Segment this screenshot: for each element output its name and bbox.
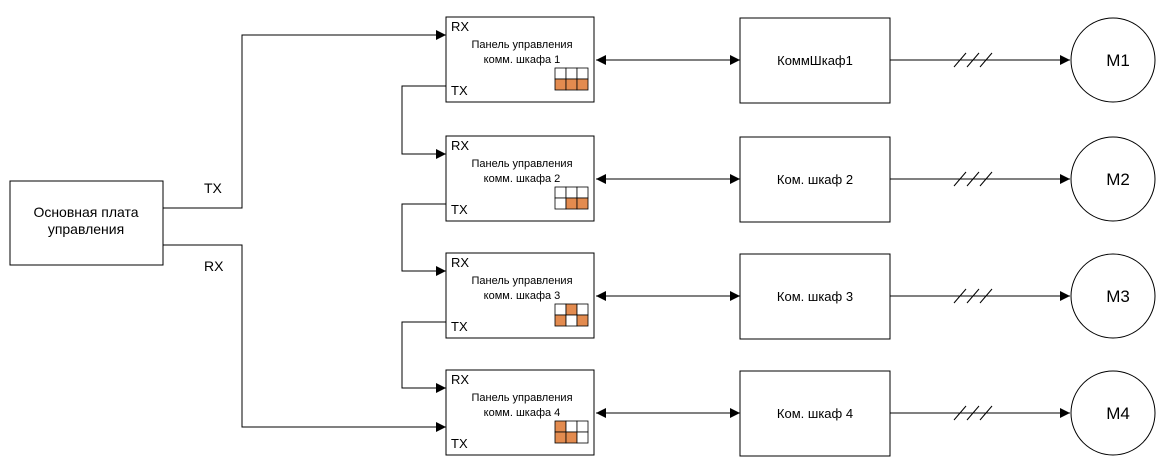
control-panel-4: RX TX Панель управления комм. шкафа 4 [445, 369, 595, 456]
motor-label: M4 [1106, 404, 1130, 423]
indicator-grid [554, 67, 589, 91]
indicator-cell [554, 78, 567, 91]
cabinet-label: КоммШкаф1 [777, 53, 853, 68]
motor-4: M4 [1070, 370, 1156, 456]
indicator-cell [576, 314, 589, 327]
phase-mark [979, 405, 993, 421]
panel-title-line2: комм. шкафа 3 [484, 290, 561, 302]
cabinet-1: КоммШкаф1 [739, 17, 891, 104]
motor-label: M1 [1106, 51, 1130, 70]
motor-label: M3 [1106, 287, 1130, 306]
phase-mark [953, 171, 967, 187]
phase-mark [953, 405, 967, 421]
chain-wire-2-3 [401, 203, 446, 276]
chain-wire-1-2 [401, 85, 446, 159]
main-tx-label: TX [204, 180, 223, 196]
indicator-cell [576, 420, 589, 433]
indicator-grid [554, 303, 589, 327]
indicator-cell [554, 186, 567, 199]
main-board-label-line2: управления [48, 221, 124, 237]
panel-rx-label: RX [451, 255, 469, 270]
cabinet-4: Ком. шкаф 4 [739, 370, 891, 457]
panel-title-line1: Панель управления [471, 158, 572, 170]
cabinet-label: Ком. шкаф 3 [777, 289, 853, 304]
control-panel-1: RX TX Панель управления комм. шкафа 1 [445, 16, 595, 103]
indicator-cell [554, 431, 567, 444]
indicator-cell [565, 431, 578, 444]
control-panel-3: RX TX Панель управления комм. шкафа 3 [445, 252, 595, 339]
phase-mark [979, 288, 993, 304]
control-panel-2: RX TX Панель управления комм. шкафа 2 [445, 135, 595, 222]
indicator-cell [554, 67, 567, 80]
indicator-cell [565, 78, 578, 91]
motor-3: M3 [1070, 253, 1156, 339]
panel-rx-label: RX [451, 138, 469, 153]
cabinet-label: Ком. шкаф 2 [777, 172, 853, 187]
row-4: RX TX Панель управления комм. шкафа 4 Ком. ш… [445, 369, 1156, 457]
phase-mark [966, 52, 980, 68]
indicator-cell [554, 420, 567, 433]
main-tx-to-panel1-wire [163, 30, 446, 209]
phase-mark [966, 405, 980, 421]
phase-mark [979, 171, 993, 187]
indicator-cell [554, 197, 567, 210]
cabinet-3: Ком. шкаф 3 [739, 253, 891, 340]
phase-mark [953, 288, 967, 304]
phase-mark [979, 52, 993, 68]
motor-2: M2 [1070, 136, 1156, 222]
indicator-cell [576, 78, 589, 91]
indicator-cell [576, 186, 589, 199]
chain-wire-3-4 [401, 321, 446, 393]
main-rx-label: RX [204, 258, 224, 274]
indicator-grid [554, 186, 589, 210]
panel-title-line1: Панель управления [471, 275, 572, 287]
main-board: Основная плата управления [9, 180, 164, 266]
cabinet-label: Ком. шкаф 4 [777, 406, 853, 421]
row-1: RX TX Панель управления комм. шкафа 1 КоммШк… [445, 16, 1156, 104]
panel-title-line2: комм. шкафа 4 [484, 407, 561, 419]
panel-rx-label: RX [451, 372, 469, 387]
panel-rx-label: RX [451, 19, 469, 34]
motor-label: M2 [1106, 170, 1130, 189]
panel-tx-label: TX [451, 319, 468, 334]
row-3: RX TX Панель управления комм. шкафа 3 Ком. ш… [445, 252, 1156, 340]
indicator-cell [576, 303, 589, 316]
panel-title-line1: Панель управления [471, 39, 572, 51]
panel-tx-label: TX [451, 83, 468, 98]
indicator-cell [565, 197, 578, 210]
phase-mark [966, 171, 980, 187]
indicator-cell [565, 314, 578, 327]
indicator-cell [565, 303, 578, 316]
motor-1: M1 [1070, 17, 1156, 103]
panel-title-line1: Панель управления [471, 392, 572, 404]
indicator-cell [576, 431, 589, 444]
panel-tx-label: TX [451, 202, 468, 217]
indicator-cell [554, 303, 567, 316]
cabinet-2: Ком. шкаф 2 [739, 136, 891, 223]
panel-title-line2: комм. шкафа 2 [484, 173, 561, 185]
indicator-grid [554, 420, 589, 444]
panel-tx-label: TX [451, 436, 468, 451]
row-2: RX TX Панель управления комм. шкафа 2 Ком. ш… [445, 135, 1156, 223]
indicator-cell [576, 197, 589, 210]
phase-mark [966, 288, 980, 304]
phase-mark [953, 52, 967, 68]
indicator-cell [565, 420, 578, 433]
main-rx-from-panel4-wire [163, 244, 446, 432]
indicator-cell [576, 67, 589, 80]
indicator-cell [565, 67, 578, 80]
indicator-cell [554, 314, 567, 327]
indicator-cell [565, 186, 578, 199]
panel-title-line2: комм. шкафа 1 [484, 54, 561, 66]
main-board-label-line1: Основная плата [33, 204, 138, 220]
